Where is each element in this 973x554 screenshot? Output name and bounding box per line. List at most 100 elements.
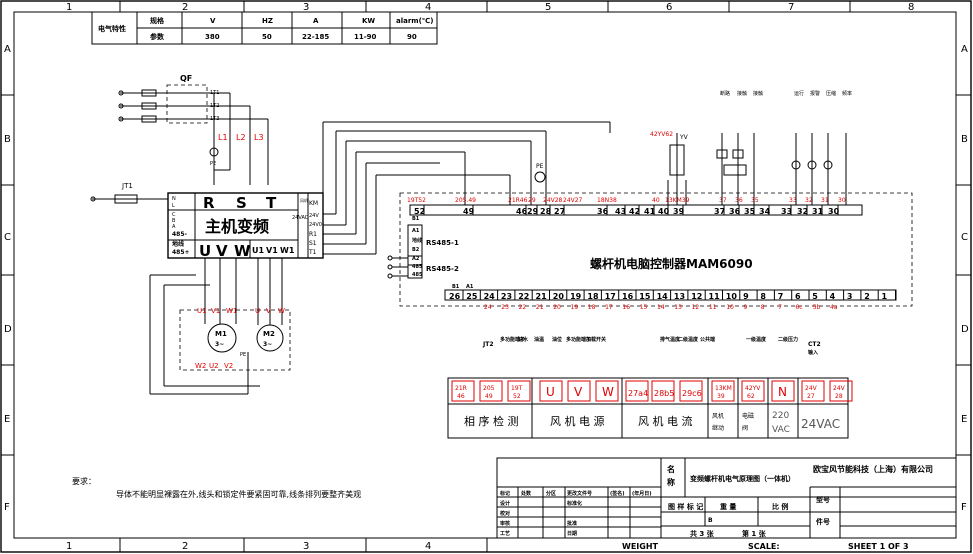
legend-label: 风机: [712, 412, 724, 420]
controller-bottom-tag: 14: [657, 304, 665, 311]
controller-top-terminal: 32: [797, 207, 808, 216]
legend-terminal-box: 42YV62: [741, 380, 765, 402]
controller-top-terminal: 37: [714, 207, 725, 216]
sensor-label: 公共端: [700, 336, 715, 343]
vfd-left-term: N: [172, 196, 176, 202]
controller-bottom-terminal: 9: [743, 292, 749, 301]
controller-bottom-terminal: 4: [830, 292, 836, 301]
line-label-l3: L3: [254, 133, 264, 142]
spec-table-title: 电气特性: [98, 24, 126, 33]
controller-left-term: A1: [412, 228, 420, 234]
controller-bottom-tag: 20: [553, 304, 561, 311]
breaker-pole-label: 1T3: [210, 116, 219, 122]
legend-box-bottom: 39: [717, 393, 725, 400]
controller-top-terminal: 39: [673, 207, 685, 216]
controller-bottom-tag: 9: [744, 304, 748, 311]
notes-body: 导体不能明显裸露在外,线头和锁定件要紧固可靠,线条排列要整齐美观: [116, 489, 361, 499]
controller-bottom-terminal: 7: [778, 292, 784, 301]
controller-bottom-terminal: 2: [864, 292, 870, 301]
motor-m1-label: M1: [215, 330, 227, 338]
spec-value: 参数: [150, 32, 165, 41]
grid-col-label-top: 5: [545, 2, 551, 13]
grid-col-label-bottom: 3: [303, 541, 309, 552]
controller-left-term: 地线: [412, 237, 422, 244]
controller-left-term: A1: [466, 284, 474, 290]
controller-left-term: B1: [412, 216, 420, 222]
vfd-terminal-s: S: [236, 194, 247, 212]
controller-bottom-tag: 15: [640, 304, 648, 311]
vfd-right-term: 风机: [300, 197, 308, 203]
grid-col-label-top: 4: [425, 2, 431, 13]
grid-col-label-bottom: 4: [425, 541, 431, 552]
controller-bottom-terminal: 23: [501, 292, 512, 301]
signoff-label: 工艺: [500, 530, 510, 537]
controller-bottom-terminal: 15: [639, 292, 651, 301]
revision-header: (签名): [610, 490, 625, 497]
controller-top-tag: 24V28: [543, 197, 563, 204]
vfd-left-term: B: [172, 218, 176, 224]
relay-jt1-label: JT1: [121, 182, 133, 190]
legend-terminal-box: W: [595, 380, 619, 402]
controller-bottom-terminal: 21: [536, 292, 548, 301]
sheet-total-label: 共 3 张: [690, 529, 715, 538]
controller-top-tag: 31: [821, 197, 829, 204]
controller-top-terminal: 40: [658, 207, 670, 216]
solenoid-label: YV: [679, 134, 689, 141]
legend-box-top: 21R: [455, 385, 467, 392]
breaker-qf-symbol: [118, 84, 269, 185]
jt2-label: JT2: [482, 341, 494, 348]
legend-label: 220: [772, 411, 789, 421]
rs485-1-label: RS485-1: [426, 239, 459, 247]
grid-row-label: B: [4, 134, 11, 145]
controller-bottom-tag: 12: [692, 304, 700, 311]
legend-terminal-box: 19T52: [507, 380, 531, 402]
legend-label: VAC: [772, 425, 790, 435]
controller-bottom-tag: 11: [709, 304, 717, 311]
controller-bottom-terminal: 3: [847, 292, 853, 301]
pe-ground-symbol: [534, 171, 546, 183]
indicator-label: 压缩: [826, 90, 836, 97]
controller-bottom-terminal: 5: [812, 292, 818, 301]
controller-bottom-terminal: 24: [484, 292, 496, 301]
controller-top-terminal: 28: [540, 207, 552, 216]
controller-top-terminal: 52: [414, 207, 425, 216]
sensor-label: 多功能端子: [500, 336, 525, 343]
controller-top-terminal: 36: [597, 207, 609, 216]
vfd-terminal-u: U: [199, 242, 211, 260]
title-name-label: 称: [667, 477, 675, 487]
signoff-label: 日期: [567, 530, 577, 537]
vfd-left-term: 485+: [172, 249, 190, 256]
legend-terminal-box: V: [567, 380, 591, 402]
controller-bottom-tag: 17: [605, 304, 613, 311]
pe-label: PE: [210, 161, 216, 167]
motor-phase: 3~: [263, 341, 272, 348]
controller-top-tag: 32: [805, 197, 813, 204]
sensor-label: 缺水: [517, 336, 529, 343]
sensor-label: 排气温度: [660, 336, 681, 343]
controller-top-tag: 18N38: [597, 197, 617, 204]
controller-top-tag: 37: [719, 197, 727, 204]
controller-bottom-terminal: 13: [674, 292, 685, 301]
grid-col-label-top: 6: [666, 2, 672, 13]
controller-bottom-terminal: 12: [691, 292, 702, 301]
vfd-left-term: 485-: [172, 231, 188, 238]
controller-left-terminals: [387, 224, 423, 279]
legend-label: 24VAC: [801, 417, 840, 431]
legend-terminal-box: 29c6: [679, 380, 703, 402]
line-label-l2: L2: [236, 133, 246, 142]
controller-bottom-tag: 22: [519, 304, 527, 311]
controller-top-terminal: 43: [615, 207, 626, 216]
motor-term: V: [266, 307, 271, 315]
breaker-qf-label: QF: [180, 74, 192, 83]
motor-term: W2: [195, 362, 206, 370]
solenoid-tag: 42YV62: [650, 131, 673, 138]
grid-row-label: C: [4, 232, 11, 243]
controller-bottom-terminal: 18: [587, 292, 599, 301]
legend-box-top: 24V: [833, 385, 846, 392]
weight-label: 重 量: [720, 502, 736, 511]
controller-bottom-tag: 24: [484, 304, 492, 311]
controller-bottom-tag: 18: [588, 304, 596, 311]
contactor-label: 接触: [753, 90, 763, 97]
controller-bottom-terminal: 26: [449, 292, 461, 301]
